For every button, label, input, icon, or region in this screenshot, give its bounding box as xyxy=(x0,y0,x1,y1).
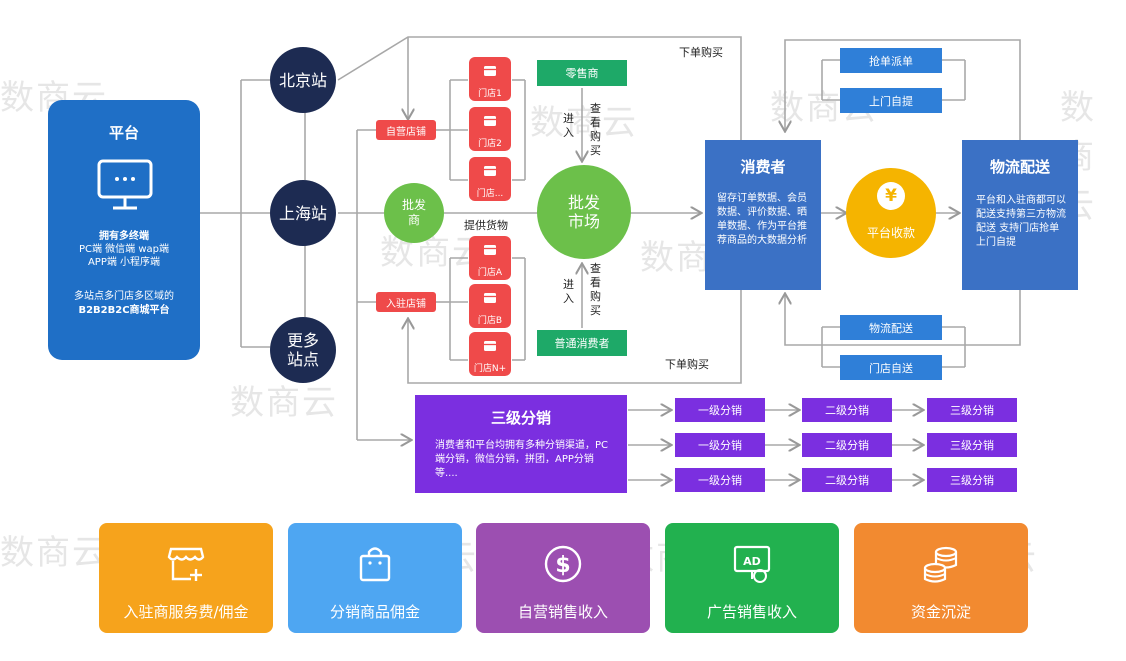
store-icon xyxy=(484,293,496,303)
tile-label: 入驻商服务费/佣金 xyxy=(123,603,249,621)
revenue-tile-self-sales: $ 自营销售收入 xyxy=(476,523,650,633)
revenue-tile-merchant-fee: 入驻商服务费/佣金 xyxy=(99,523,273,633)
revenue-tile-ad-sales: AD 广告销售收入 xyxy=(665,523,839,633)
store-card: 门店N+ xyxy=(469,332,511,376)
level1-distribution-box: 一级分销 xyxy=(675,468,765,492)
payment-node: ¥ 平台收款 xyxy=(846,168,936,258)
platform-devices-title: 拥有多终端 xyxy=(99,231,149,242)
browse-label: 查看购买 xyxy=(590,102,601,157)
retailer-box: 零售商 xyxy=(537,60,627,86)
wholesaler-node: 批发商 xyxy=(384,183,444,243)
shopping-bag-icon xyxy=(359,547,391,582)
level3-distribution-box: 三级分销 xyxy=(927,433,1017,457)
platform-description: 多站点多门店多区域的 B2B2B2C商城平台 xyxy=(48,290,200,318)
order-buy-label: 下单购买 xyxy=(679,46,723,59)
order-buy-label: 下单购买 xyxy=(665,358,709,371)
store-delivery-box: 门店自送 xyxy=(840,355,942,380)
store-label: 门店2 xyxy=(478,139,502,149)
store-icon xyxy=(484,341,496,351)
revenue-tile-distribution-commission: 分销商品佣金 xyxy=(288,523,462,633)
store-card: 门店... xyxy=(469,157,511,201)
level3-distribution-box: 三级分销 xyxy=(927,468,1017,492)
enter-label: 进入 xyxy=(563,112,574,139)
platform-desc-line: 多站点多门店多区域的 xyxy=(74,291,174,302)
station-shanghai: 上海站 xyxy=(270,180,336,246)
ordinary-consumer-box: 普通消费者 xyxy=(537,330,627,356)
coin-stack-icon xyxy=(923,546,958,583)
watermark: 数商云 xyxy=(0,533,108,573)
platform-title: 平台 xyxy=(108,124,139,142)
wholesale-market-node: 批发市场 xyxy=(537,165,631,259)
tile-label: 广告销售收入 xyxy=(706,603,797,621)
logistics-delivery-box: 物流配送 xyxy=(840,315,942,340)
tile-label: 自营销售收入 xyxy=(517,603,608,621)
storefront-icon xyxy=(167,547,205,581)
level2-distribution-box: 二级分销 xyxy=(802,468,892,492)
store-icon xyxy=(484,66,496,76)
station-more: 更多站点 xyxy=(270,317,336,383)
platform-card: 平台 拥有多终端 PC端 微信端 wap端 APP端 小程序端 多站点多门店多区… xyxy=(48,100,200,360)
svg-text:$: $ xyxy=(555,553,570,578)
joined-store-tag: 入驻店铺 xyxy=(376,292,436,312)
yuan-icon: ¥ xyxy=(877,182,905,210)
consumer-title: 消费者 xyxy=(740,158,786,176)
svg-text:AD: AD xyxy=(743,555,761,568)
tile-label: 分销商品佣金 xyxy=(329,603,420,621)
distribution-title: 三级分销 xyxy=(490,409,551,427)
store-card: 门店B xyxy=(469,284,511,328)
tile-label: 资金沉淀 xyxy=(910,603,971,621)
store-label: 门店1 xyxy=(478,89,502,99)
store-card: 门店1 xyxy=(469,57,511,101)
platform-desc-line: B2B2B2C商城平台 xyxy=(78,305,170,316)
self-pickup-box: 上门自提 xyxy=(840,88,942,113)
supply-label: 提供货物 xyxy=(464,219,508,232)
monitor-icon xyxy=(97,159,153,210)
store-card: 门店2 xyxy=(469,107,511,151)
platform-devices-line: PC端 微信端 wap端 xyxy=(78,244,170,255)
store-card: 门店A xyxy=(469,236,511,280)
consumer-card: 消费者 留存订单数据、会员数据、评价数据、晒单数据、作为平台推荐商品的大数据分析 xyxy=(705,140,821,290)
watermark: 数商云 xyxy=(380,233,488,273)
self-store-tag: 自营店铺 xyxy=(376,120,436,140)
browse-label: 查看购买 xyxy=(590,262,601,317)
logistics-title: 物流配送 xyxy=(989,158,1050,176)
logistics-description: 平台和入驻商都可以配送支持第三方物流配送 支持门店抢单 上门自提 xyxy=(976,195,1066,248)
watermark: 数商云 xyxy=(530,103,638,143)
watermark: 数商云 xyxy=(230,383,338,423)
platform-devices-line: APP端 小程序端 xyxy=(87,257,161,268)
payment-label: 平台收款 xyxy=(866,226,915,240)
store-label: 门店... xyxy=(476,189,504,199)
grab-order-box: 抢单派单 xyxy=(840,48,942,73)
store-icon xyxy=(484,116,496,126)
store-label: 门店B xyxy=(477,316,503,326)
ad-screen-icon: AD xyxy=(733,545,771,583)
distribution-description: 消费者和平台均拥有多种分销渠道，PC端分销，微信分销，拼团，APP分销等.... xyxy=(435,440,609,479)
store-icon xyxy=(484,245,496,255)
station-beijing: 北京站 xyxy=(270,47,336,113)
consumer-description: 留存订单数据、会员数据、评价数据、晒单数据、作为平台推荐商品的大数据分析 xyxy=(717,193,807,246)
store-label: 门店A xyxy=(477,268,503,278)
level2-distribution-box: 二级分销 xyxy=(802,433,892,457)
platform-devices: 拥有多终端 PC端 微信端 wap端 APP端 小程序端 xyxy=(48,230,200,269)
store-label: 门店N+ xyxy=(473,364,507,374)
store-icon xyxy=(484,166,496,176)
level1-distribution-box: 一级分销 xyxy=(675,433,765,457)
dollar-coin-icon: $ xyxy=(544,545,582,583)
distribution-card: 三级分销 消费者和平台均拥有多种分销渠道，PC端分销，微信分销，拼团，APP分销… xyxy=(415,395,627,493)
level2-distribution-box: 二级分销 xyxy=(802,398,892,422)
enter-label: 进入 xyxy=(563,278,574,305)
level1-distribution-box: 一级分销 xyxy=(675,398,765,422)
logistics-card: 物流配送 平台和入驻商都可以配送支持第三方物流配送 支持门店抢单 上门自提 xyxy=(962,140,1078,290)
revenue-tile-fund-deposit: 资金沉淀 xyxy=(854,523,1028,633)
level3-distribution-box: 三级分销 xyxy=(927,398,1017,422)
